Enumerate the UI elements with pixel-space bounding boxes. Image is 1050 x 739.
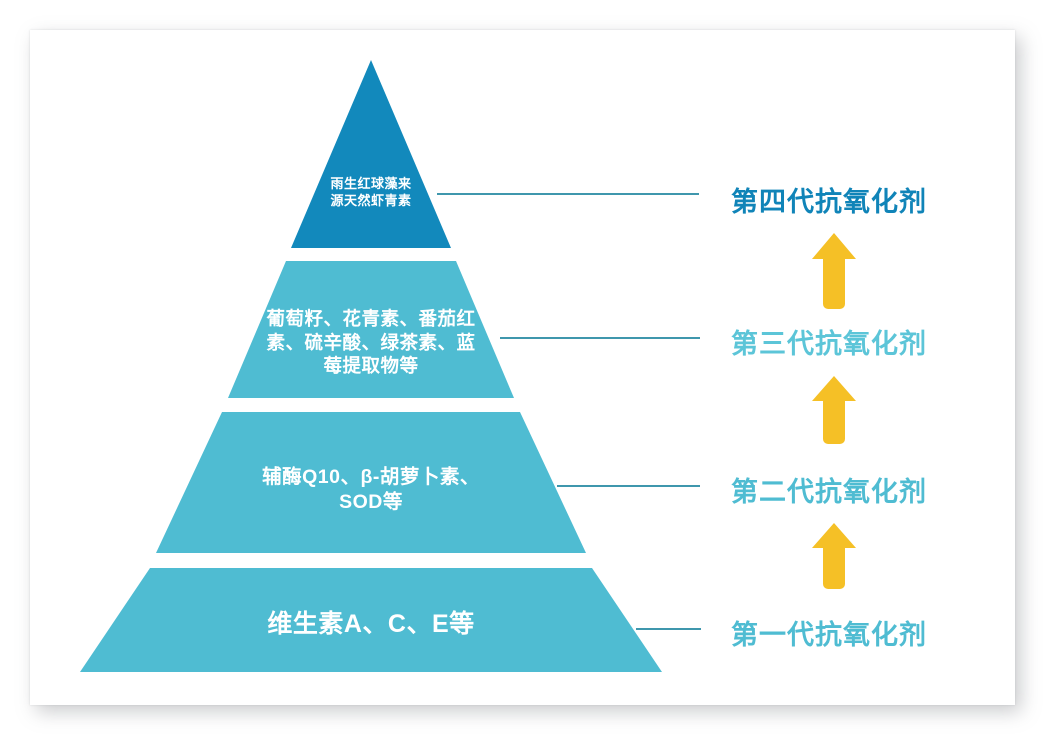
pyramid-tier-1-label: 维生素A、C、E等 [267, 610, 475, 638]
pyramid-tier-4-label: 雨生红球藻来 源天然虾青素 [330, 176, 412, 208]
generation-label-3: 第三代抗氧化剂 [731, 329, 927, 359]
pyramid-tier-3-label: 葡萄籽、花青素、番茄红 素、硫辛酸、绿茶素、蓝 莓提取物等 [266, 308, 476, 377]
connector-line-gen3 [500, 337, 700, 339]
connector-line-gen1 [636, 628, 701, 630]
connector-line-gen4 [437, 193, 699, 195]
up-arrow-icon-gen3-to-gen4 [811, 232, 857, 310]
generation-label-4: 第四代抗氧化剂 [731, 187, 927, 217]
generation-label-2: 第二代抗氧化剂 [731, 477, 927, 507]
white-card [30, 30, 1015, 705]
generation-label-1: 第一代抗氧化剂 [731, 620, 927, 650]
up-arrow-icon-gen1-to-gen2 [811, 522, 857, 590]
up-arrow-icon-gen2-to-gen3 [811, 375, 857, 445]
pyramid-tier-2-label: 辅酶Q10、β-胡萝卜素、 SOD等 [262, 466, 480, 513]
connector-line-gen2 [557, 485, 700, 487]
